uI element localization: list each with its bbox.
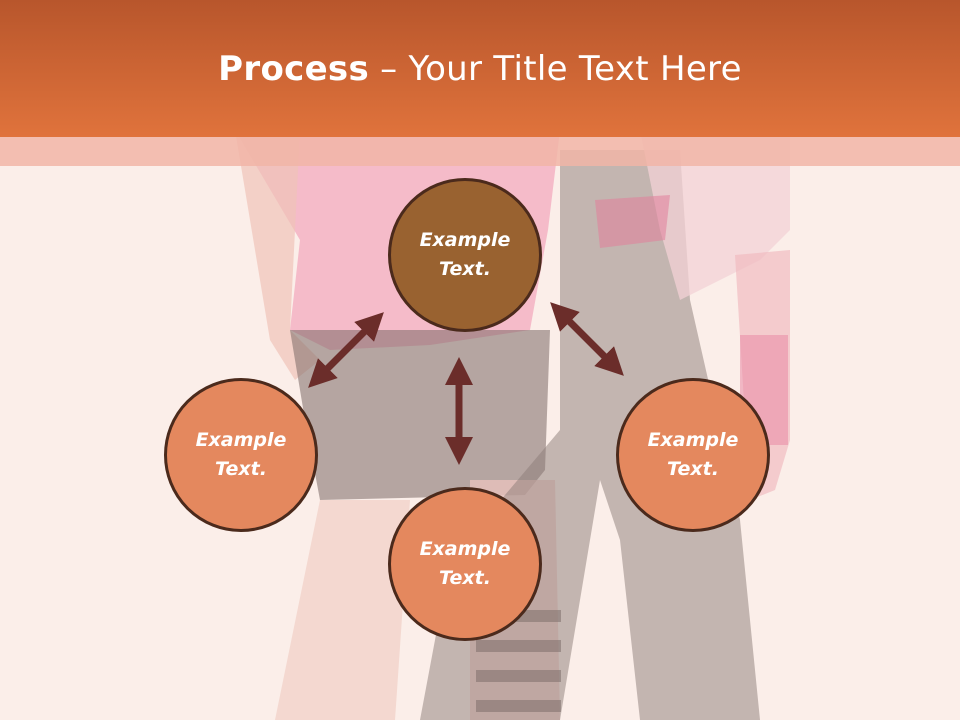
process-node-bottom: Example Text. — [388, 487, 542, 641]
node-bottom-line2: Text. — [439, 567, 491, 589]
title-text: – Your Title Text Here — [369, 48, 742, 89]
process-node-top: Example Text. — [388, 178, 542, 332]
node-top-line1: Example — [419, 229, 511, 251]
slide-title: Process – Your Title Text Here — [218, 49, 742, 89]
title-underline-stripe — [0, 137, 960, 166]
node-bottom-line1: Example — [419, 538, 511, 560]
node-left-line2: Text. — [215, 458, 267, 480]
node-top-line2: Text. — [439, 258, 491, 280]
title-bold: Process — [218, 48, 370, 89]
title-bar: Process – Your Title Text Here — [0, 0, 960, 137]
node-left-line1: Example — [195, 429, 287, 451]
double-arrow-top-right — [550, 302, 624, 376]
node-right-line2: Text. — [667, 458, 719, 480]
process-node-left: Example Text. — [164, 378, 318, 532]
double-arrow-top-left — [308, 312, 384, 388]
process-node-right: Example Text. — [616, 378, 770, 532]
node-right-line1: Example — [647, 429, 739, 451]
